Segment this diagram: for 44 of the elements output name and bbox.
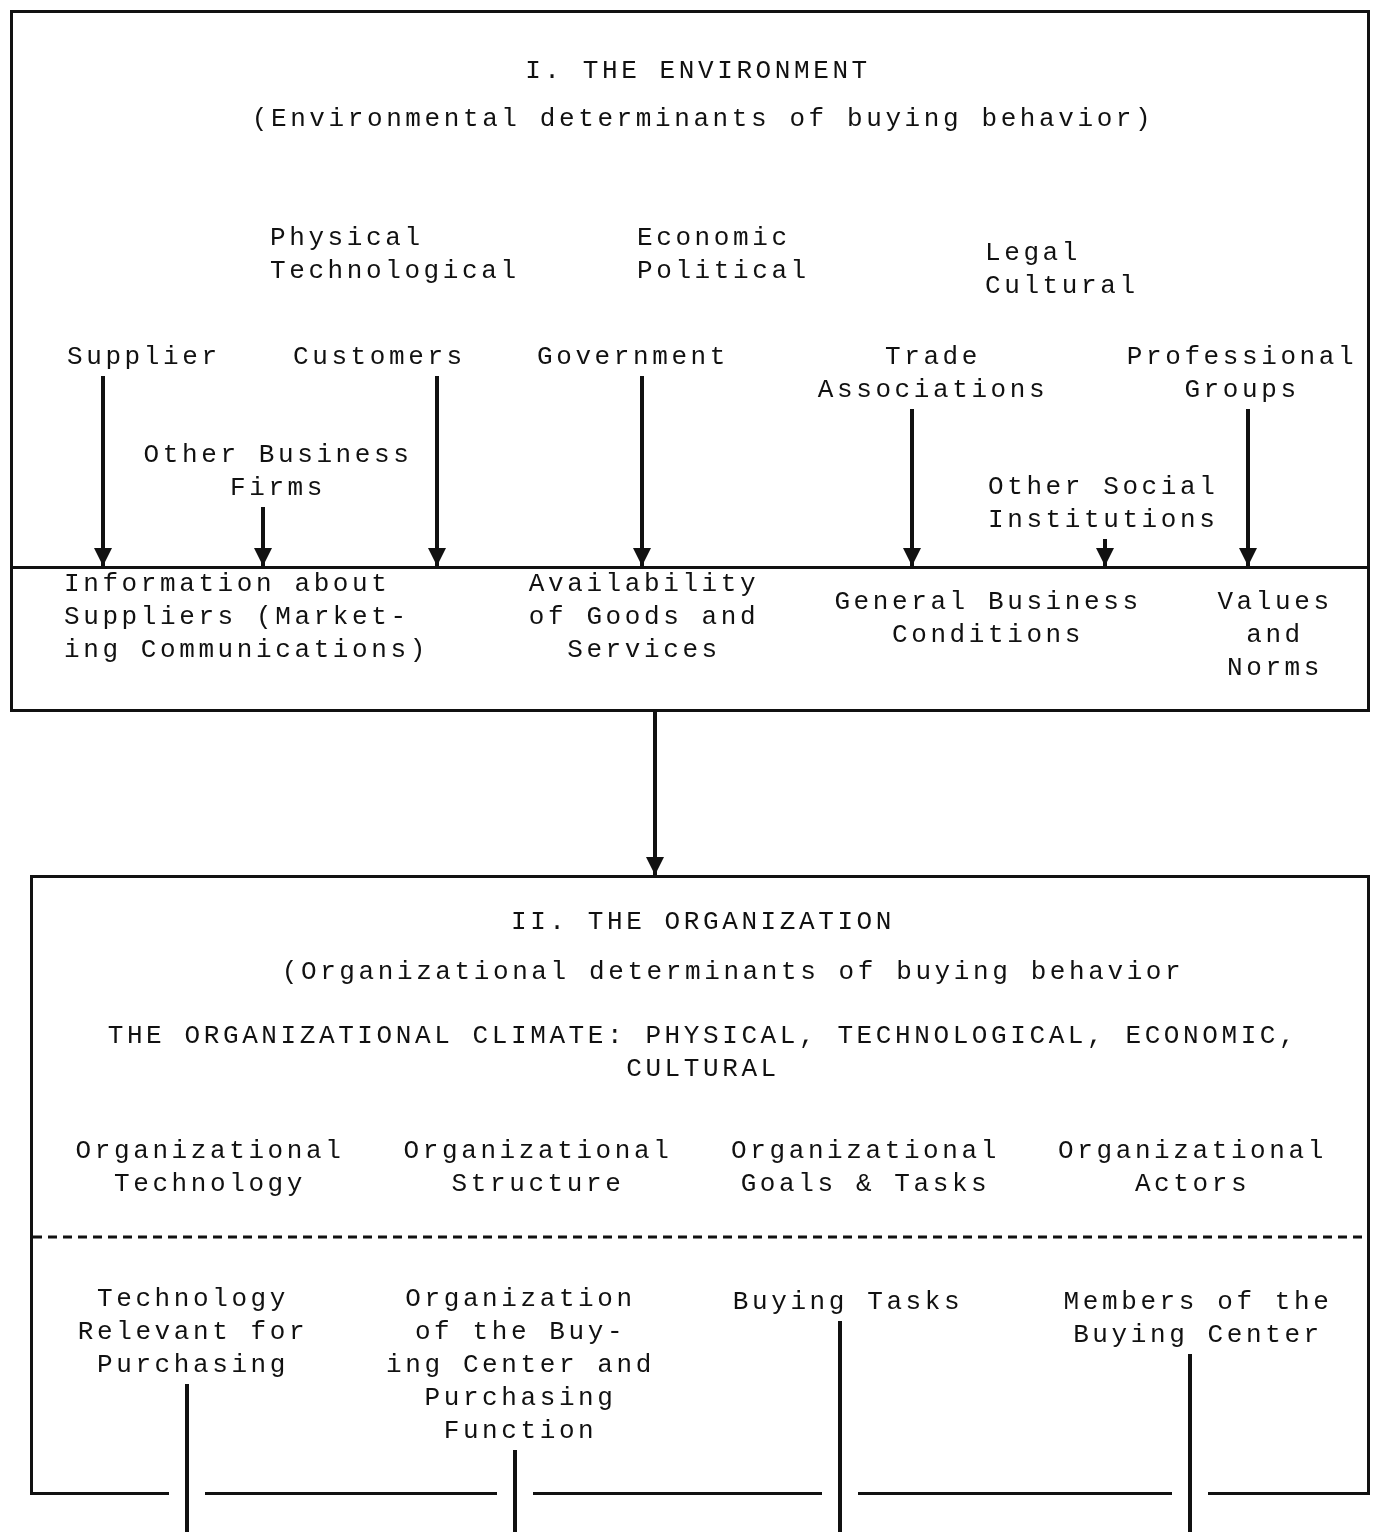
determinant-text: Values and Norms xyxy=(1205,586,1345,685)
influence-source-text: Other Business Firms xyxy=(128,439,428,505)
organizational-factor-label: Organizational Goals & Tasks xyxy=(730,1135,1001,1201)
environment-factor-label: Political xyxy=(637,255,811,288)
organizational-factor-label: Organizational Actors xyxy=(1057,1135,1328,1201)
environment-factor-label: Cultural xyxy=(985,270,1140,303)
influence-source-text: Professional Groups xyxy=(1111,341,1373,407)
climate-heading: THE ORGANIZATIONAL CLIMATE: PHYSICAL, TECHNOLOGICAL, ECONOMIC, CULTURAL xyxy=(106,1020,1300,1086)
arrow xyxy=(94,376,112,566)
connector-line xyxy=(838,1321,842,1532)
determinant-text: General Business Conditions xyxy=(818,586,1158,652)
organizational-factor-label: Organizational Structure xyxy=(402,1135,674,1201)
section-title: I. THE ENVIRONMENT xyxy=(524,55,872,88)
environment-factor-label: Technological xyxy=(270,255,521,288)
buying-factor-text: Organization of the Buy- ing Center and Purchasing Function xyxy=(383,1283,658,1448)
environment-factor-label: Economic xyxy=(637,222,792,255)
influence-source-text: Government xyxy=(537,341,767,374)
section-title: II. THE ORGANIZATION xyxy=(509,906,897,939)
buying-factor-text: Buying Tasks xyxy=(703,1286,993,1319)
section-subtitle: (Environmental determinants of buying behavior) xyxy=(250,103,1156,136)
environment-factor-label: Physical xyxy=(270,222,425,255)
connector-line xyxy=(185,1384,189,1532)
connector-line xyxy=(1188,1354,1192,1532)
section-box xyxy=(30,875,1370,1495)
arrow xyxy=(903,409,921,566)
arrow xyxy=(633,376,651,566)
section-box xyxy=(10,10,1370,712)
determinant-text: Availability of Goods and Services xyxy=(515,568,773,667)
influence-source-text: Supplier xyxy=(67,341,247,374)
influence-source-text: Customers xyxy=(293,341,493,374)
arrow xyxy=(1239,409,1257,566)
connector-line xyxy=(513,1450,517,1532)
arrow xyxy=(428,376,446,566)
arrow xyxy=(646,712,664,875)
arrow xyxy=(1096,539,1114,566)
influence-source-text: Other Social Institutions xyxy=(988,471,1250,537)
influence-source-text: Trade Associations xyxy=(798,341,1068,407)
environment-factor-label: Legal xyxy=(985,237,1082,270)
section-subtitle: (Organizational determinants of buying behavior xyxy=(280,956,1186,989)
organizational-factor-label: Organizational Technology xyxy=(74,1135,346,1201)
buying-factor-text: Members of the Buying Center xyxy=(1043,1286,1353,1352)
buying-factor-text: Technology Relevant for Purchasing xyxy=(55,1283,331,1382)
arrow xyxy=(254,507,272,566)
determinant-text: Information about Suppliers (Market- ing Communications) xyxy=(64,568,464,667)
